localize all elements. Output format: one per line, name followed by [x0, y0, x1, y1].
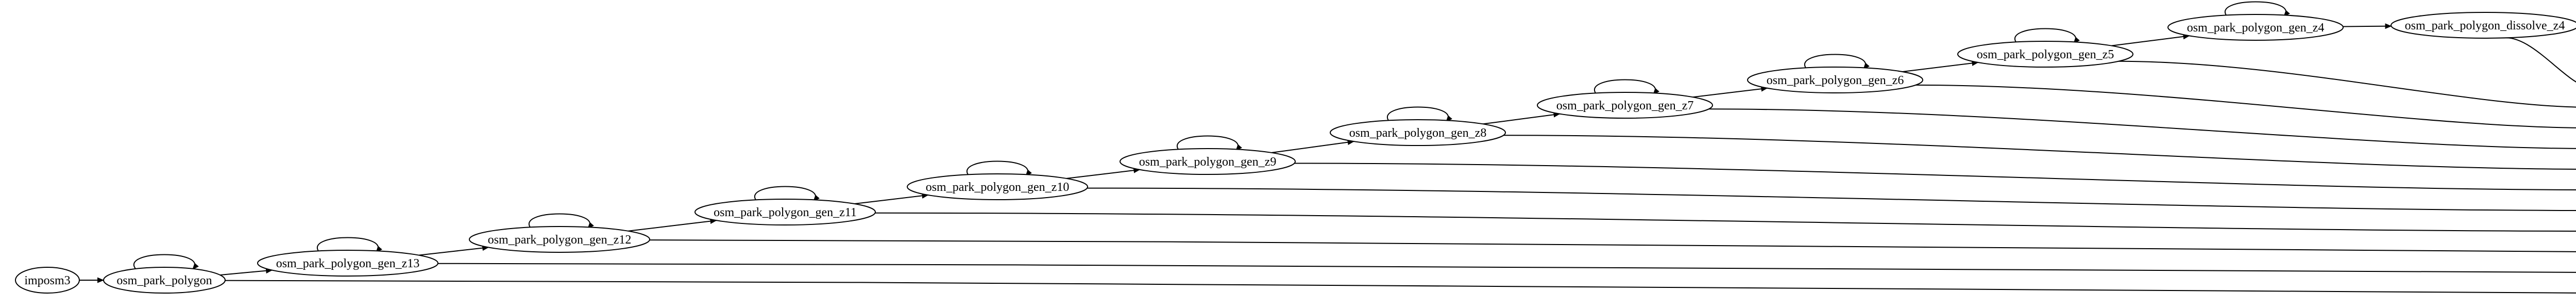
edge-osm_park_polygon_gen_z5-to-osm_park_polygon_gen_z4: [2111, 34, 2190, 46]
edge-osm_park_polygon_dissolve_z4-to-row-z4: [2506, 37, 2576, 83]
node-shape-osm_park_polygon_dissolve_z4: [2391, 12, 2576, 39]
edge-osm_park_polygon_gen_z8-to-row-z8: [1503, 135, 2576, 170]
node-label-osm_park_polygon_gen_z9: osm_park_polygon_gen_z9: [1139, 155, 1277, 169]
edge-osm_park_polygon_gen_z6-to-osm_park_polygon_gen_z5: [1902, 60, 1979, 72]
edge-osm_park_polygon-to-osm_park_polygon_gen_z13: [220, 268, 273, 276]
nodes-layer: imposm3 osm_park_polygon osm_park_polygon_…: [15, 12, 2576, 294]
self-loop-osm_park_polygon_gen_z9: [1177, 135, 1242, 151]
node-shape-osm_park_polygon_gen_z6: [1747, 67, 1923, 93]
edge-osm_park_polygon_gen_z11-to-row-z11: [875, 212, 2576, 232]
self-loop-osm_park_polygon_gen_z7: [1594, 79, 1659, 95]
edge-osm_park_polygon_gen_z8-to-osm_park_polygon_gen_z7: [1483, 111, 1561, 125]
edge-osm_park_polygon_gen_z10-to-row-z10: [1087, 187, 2576, 211]
node-label-osm_park_polygon_gen_z10: osm_park_polygon_gen_z10: [926, 181, 1070, 194]
edge-osm_park_polygon_gen_z6-to-row-z6: [1916, 84, 2576, 128]
node-osm_park_polygon_gen_z12: osm_park_polygon_gen_z12: [469, 226, 650, 253]
node-label-osm_park_polygon_gen_z8: osm_park_polygon_gen_z8: [1349, 126, 1487, 140]
node-shape-osm_park_polygon_gen_z9: [1120, 148, 1296, 175]
node-label-osm_park_polygon_gen_z12: osm_park_polygon_gen_z12: [488, 233, 632, 247]
node-shape-osm_park_polygon_gen_z12: [469, 226, 650, 253]
node-osm_park_polygon_gen_z10: osm_park_polygon_gen_z10: [907, 173, 1088, 200]
node-shape-osm_park_polygon_gen_z8: [1330, 119, 1506, 146]
edge-osm_park_polygon_gen_z5-to-row-z5: [2118, 60, 2576, 108]
self-loop-osm_park_polygon_gen_z5: [2014, 28, 2080, 44]
node-label-osm_park_polygon_gen_z11: osm_park_polygon_gen_z11: [714, 206, 857, 219]
node-shape-osm_park_polygon: [103, 267, 226, 294]
edge-osm_park_polygon_gen_z11-to-osm_park_polygon_gen_z10: [854, 192, 929, 204]
edge-osm_park_polygon_gen_z4-to-osm_park_polygon_dissolve_z4: [2343, 23, 2392, 29]
node-label-osm_park_polygon_dissolve_z4: osm_park_polygon_dissolve_z4: [2405, 19, 2565, 33]
node-label-osm_park_polygon_gen_z13: osm_park_polygon_gen_z13: [276, 257, 420, 270]
self-loop-osm_park_polygon_gen_z10: [967, 160, 1032, 176]
node-shape-osm_park_polygon_gen_z7: [1537, 92, 1713, 119]
node-label-imposm3: imposm3: [24, 274, 70, 287]
self-loop-osm_park_polygon_gen_z4: [2225, 1, 2290, 17]
edge-osm_park_polygon_gen_z13-to-row-z13: [437, 263, 2576, 273]
node-osm_park_polygon_gen_z9: osm_park_polygon_gen_z9: [1120, 148, 1296, 175]
edge-osm_park_polygon_gen_z9-to-osm_park_polygon_gen_z8: [1272, 139, 1354, 153]
edges-layer: [79, 1, 2576, 294]
node-osm_park_polygon_dissolve_z4: osm_park_polygon_dissolve_z4: [2391, 12, 2576, 39]
edge-osm_park_polygon_gen_z7-to-osm_park_polygon_gen_z6: [1692, 86, 1768, 98]
node-shape-osm_park_polygon_gen_z4: [2167, 14, 2344, 41]
node-label-osm_park_polygon_gen_z5: osm_park_polygon_gen_z5: [1977, 48, 2114, 61]
self-loop-osm_park_polygon_gen_z6: [1804, 54, 1870, 70]
self-loop-osm_park_polygon_gen_z8: [1387, 106, 1452, 122]
edge-osm_park_polygon_gen_z7-to-row-z7: [1708, 108, 2576, 149]
node-osm_park_polygon_gen_z4: osm_park_polygon_gen_z4: [2167, 14, 2344, 41]
node-osm_park_polygon_gen_z11: osm_park_polygon_gen_z11: [694, 199, 876, 225]
node-osm_park_polygon_gen_z13: osm_park_polygon_gen_z13: [257, 250, 438, 277]
edge-osm_park_polygon_gen_z9-to-row-z9: [1294, 163, 2576, 190]
self-loop-osm_park_polygon: [133, 254, 199, 270]
node-osm_park_polygon_gen_z6: osm_park_polygon_gen_z6: [1747, 67, 1923, 93]
node-shape-osm_park_polygon_gen_z13: [257, 250, 438, 277]
node-label-osm_park_polygon_gen_z7: osm_park_polygon_gen_z7: [1556, 99, 1694, 112]
node-imposm3: imposm3: [15, 267, 80, 294]
node-osm_park_polygon_gen_z8: osm_park_polygon_gen_z8: [1330, 119, 1506, 146]
edge-osm_park_polygon_gen_z12-to-row-z12: [649, 239, 2576, 252]
self-loop-osm_park_polygon_gen_z13: [317, 237, 382, 253]
node-osm_park_polygon: osm_park_polygon: [103, 267, 226, 294]
self-loop-osm_park_polygon_gen_z12: [529, 213, 594, 229]
node-shape-osm_park_polygon_gen_z11: [694, 199, 876, 225]
self-loop-osm_park_polygon_gen_z11: [754, 186, 820, 202]
edge-osm_park_polygon_gen_z13-to-osm_park_polygon_gen_z12: [418, 245, 489, 256]
node-label-osm_park_polygon_gen_z6: osm_park_polygon_gen_z6: [1767, 74, 1904, 87]
node-label-osm_park_polygon: osm_park_polygon: [116, 274, 212, 287]
node-shape-osm_park_polygon_gen_z5: [1957, 41, 2133, 68]
node-label-osm_park_polygon_gen_z4: osm_park_polygon_gen_z4: [2187, 21, 2325, 35]
edge-osm_park_polygon_gen_z10-to-osm_park_polygon_gen_z9: [1066, 167, 1141, 179]
node-shape-imposm3: [15, 267, 80, 294]
edge-osm_park_polygon_gen_z12-to-osm_park_polygon_gen_z11: [628, 218, 717, 232]
node-osm_park_polygon_gen_z7: osm_park_polygon_gen_z7: [1537, 92, 1713, 119]
edge-osm_park_polygon-to-row-z14+: [225, 280, 2576, 294]
node-shape-osm_park_polygon_gen_z10: [907, 173, 1088, 200]
node-osm_park_polygon_gen_z5: osm_park_polygon_gen_z5: [1957, 41, 2133, 68]
